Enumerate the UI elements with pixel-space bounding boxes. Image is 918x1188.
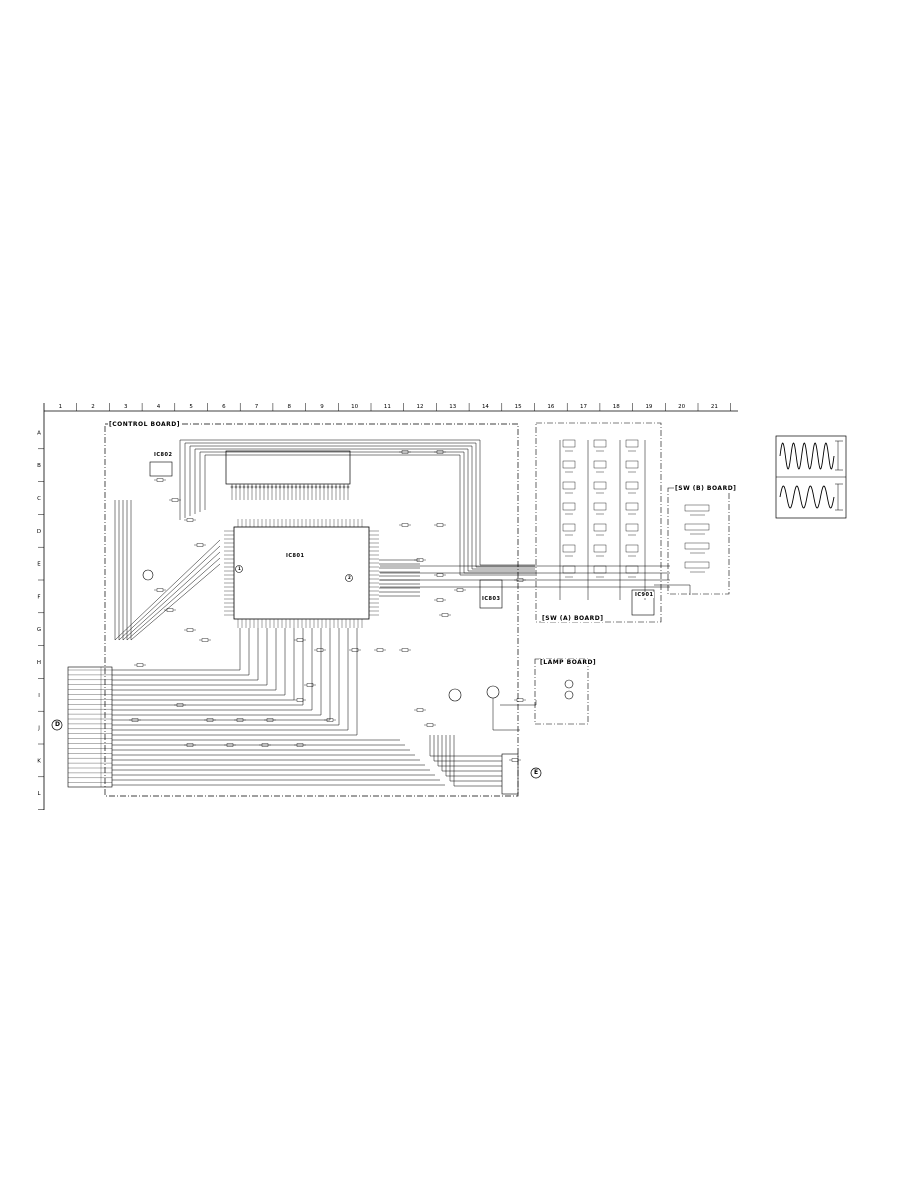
- ic801-label: IC801: [285, 553, 306, 559]
- lamp-2: [564, 690, 574, 700]
- ic803-label: IC803: [481, 596, 502, 602]
- connector-d-rows: [68, 667, 112, 787]
- row-label-A: A: [37, 430, 41, 436]
- lamp-board-border: [534, 658, 589, 725]
- column-label-3: 3: [124, 404, 128, 410]
- connector-d-body: [67, 666, 113, 788]
- sw-b-board-border: [667, 487, 730, 595]
- column-label-2: 2: [91, 404, 95, 410]
- column-label-5: 5: [189, 404, 193, 410]
- waveform-1: [779, 442, 835, 470]
- column-label-9: 9: [320, 404, 324, 410]
- row-label-I: I: [38, 693, 40, 699]
- lcd-pins: [230, 484, 350, 500]
- connector-d-circle: [51, 719, 63, 731]
- control-board-border: [104, 423, 519, 797]
- column-label-11: 11: [384, 404, 391, 410]
- row-label-F: F: [37, 594, 40, 600]
- components: [129, 450, 526, 762]
- row-label-K: K: [37, 758, 41, 764]
- sw-a-board-title: [SW (A) BOARD]: [541, 615, 605, 622]
- grid-frame: [38, 403, 738, 810]
- column-label-19: 19: [645, 404, 652, 410]
- lamp-1: [564, 679, 574, 689]
- row-label-L: L: [37, 791, 41, 797]
- sw-b-parts: [684, 504, 710, 573]
- column-label-21: 21: [711, 404, 718, 410]
- transistor-q2: [448, 688, 462, 702]
- marker-1-label: 1: [238, 566, 242, 571]
- ic802-body: [149, 461, 173, 477]
- waveform-panel: [775, 435, 847, 519]
- row-label-J: J: [37, 726, 40, 732]
- connector-e-body: [501, 753, 519, 795]
- column-label-12: 12: [417, 404, 424, 410]
- column-label-15: 15: [515, 404, 522, 410]
- row-label-H: H: [37, 660, 41, 666]
- column-label-20: 20: [678, 404, 685, 410]
- lcd-display: [225, 450, 351, 485]
- row-label-C: C: [37, 496, 41, 502]
- transistor-q3: [142, 569, 154, 581]
- column-label-7: 7: [255, 404, 259, 410]
- switch-matrix: [562, 439, 639, 578]
- column-label-10: 10: [351, 404, 358, 410]
- marker-2-label: 2: [348, 575, 352, 580]
- sw-a-board-border: [535, 422, 662, 623]
- column-label-14: 14: [482, 404, 489, 410]
- row-labels: A B C D E F G H I J K L: [37, 430, 42, 797]
- waveform-2: [779, 485, 835, 509]
- ic803-body: [479, 579, 503, 609]
- connector-d-label: D: [55, 721, 61, 728]
- column-label-17: 17: [580, 404, 587, 410]
- control-board-title: [CONTROL BOARD]: [108, 421, 181, 428]
- marker-1-circle: [235, 565, 243, 573]
- ic901-body: [631, 589, 655, 616]
- row-label-B: B: [37, 463, 41, 469]
- connector-e-circle: [530, 767, 542, 779]
- wiring: [112, 439, 691, 787]
- lamp-board-title: [LAMP BOARD]: [539, 659, 598, 666]
- column-label-13: 13: [449, 404, 456, 410]
- column-label-18: 18: [613, 404, 620, 410]
- column-label-16: 16: [547, 404, 554, 410]
- column-label-8: 8: [288, 404, 292, 410]
- ic802-label: IC802: [153, 452, 174, 458]
- transistor-q1: [486, 685, 500, 699]
- row-label-G: G: [37, 627, 41, 633]
- connector-e-label: E: [534, 769, 539, 776]
- row-label-E: E: [37, 562, 41, 568]
- sw-b-board-title: [SW (B) BOARD]: [674, 485, 738, 492]
- column-label-1: 1: [59, 404, 63, 410]
- ic801-body: [233, 526, 370, 620]
- column-label-4: 4: [157, 404, 161, 410]
- ic801-pins: [224, 519, 379, 628]
- ic901-label: IC901: [634, 592, 655, 598]
- column-label-6: 6: [222, 404, 226, 410]
- row-label-D: D: [37, 529, 41, 535]
- marker-2-circle: [345, 574, 353, 582]
